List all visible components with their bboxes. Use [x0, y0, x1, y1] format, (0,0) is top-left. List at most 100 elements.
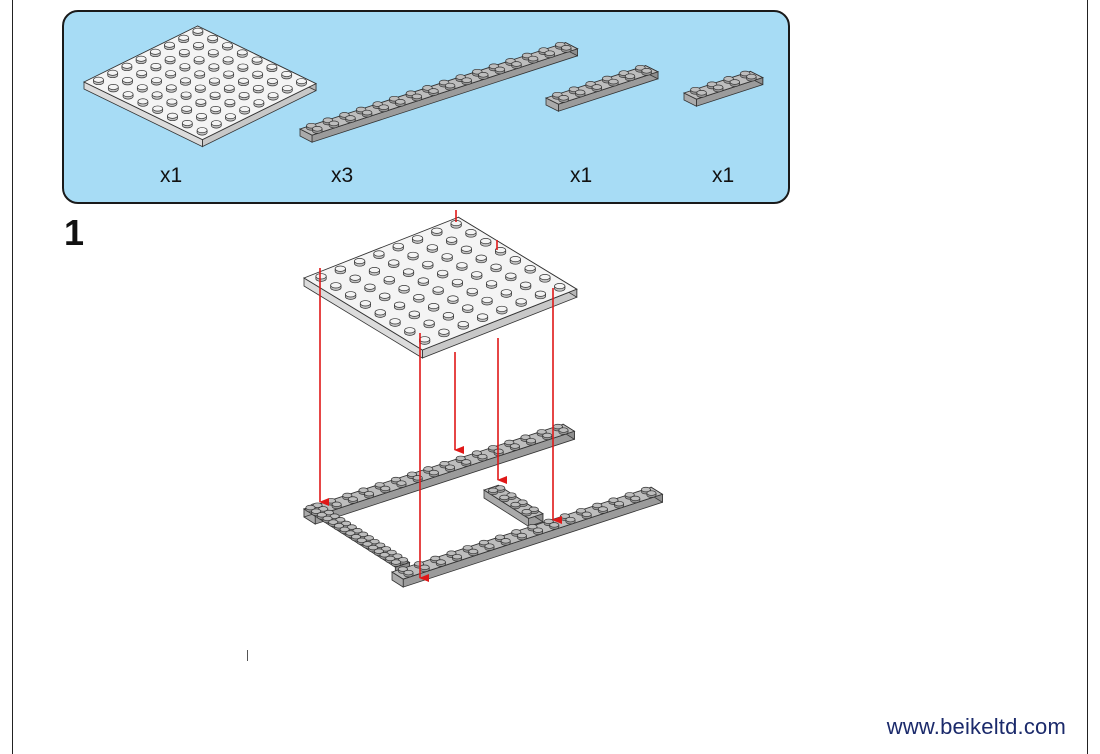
stud — [252, 70, 264, 80]
stud — [542, 432, 553, 441]
stud — [521, 508, 532, 517]
stud — [151, 91, 163, 100]
stud — [466, 287, 478, 297]
stud — [333, 523, 344, 531]
quantity-gray-plate-2x6: x1 — [570, 164, 593, 187]
stray-tick-mark — [247, 650, 248, 661]
stud — [452, 554, 463, 562]
stud — [438, 328, 450, 338]
stud — [446, 236, 458, 246]
stud — [511, 61, 522, 69]
stud — [196, 113, 207, 122]
stud — [180, 77, 191, 86]
stud — [152, 105, 164, 114]
stud — [408, 310, 420, 320]
stud — [575, 89, 586, 98]
stud — [167, 112, 178, 122]
stud — [107, 84, 119, 93]
stud — [238, 77, 249, 87]
stud — [253, 99, 265, 108]
assembly-gray-plate-2x4 — [482, 484, 544, 528]
stud — [181, 105, 193, 115]
stud — [526, 438, 537, 446]
stud — [446, 550, 457, 558]
stud — [178, 34, 190, 44]
stud — [222, 56, 234, 65]
stud — [359, 300, 371, 309]
stud — [193, 56, 205, 65]
stud — [624, 492, 635, 500]
stud — [428, 469, 439, 478]
stud — [460, 245, 472, 255]
stud — [516, 532, 527, 541]
stud — [524, 265, 536, 274]
stud — [565, 516, 576, 525]
stud — [136, 84, 148, 93]
stud — [549, 522, 560, 530]
stud — [499, 494, 510, 503]
stud — [165, 70, 177, 79]
stud — [181, 120, 193, 129]
stud — [328, 120, 340, 129]
stud — [402, 268, 415, 277]
stud — [431, 227, 443, 237]
stud — [122, 91, 134, 100]
stud — [237, 63, 249, 72]
stud — [447, 295, 459, 304]
stud — [581, 511, 592, 520]
stud — [349, 274, 361, 284]
website-url: www.beikeltd.com — [886, 714, 1066, 739]
stud — [166, 98, 178, 107]
stud — [490, 263, 502, 273]
stud — [267, 92, 279, 101]
stud — [165, 84, 177, 93]
stud — [558, 95, 569, 103]
stud — [500, 289, 512, 298]
stud — [151, 77, 162, 86]
stud — [322, 515, 333, 524]
stud — [442, 312, 454, 321]
assembly-gray-plate-middle-top-face — [390, 486, 664, 580]
stud — [296, 78, 307, 87]
stud — [413, 294, 425, 303]
stud — [484, 543, 495, 551]
stud — [404, 327, 416, 336]
stud — [194, 70, 206, 79]
stud — [729, 79, 740, 87]
stud — [347, 496, 358, 504]
quantity-gray-plate-2x16: x3 — [331, 164, 354, 187]
stud — [419, 564, 430, 573]
stud — [696, 90, 707, 98]
part-gray-plate-2x16-side-face — [311, 48, 578, 143]
stud — [392, 242, 404, 252]
stud — [444, 82, 456, 91]
stud — [591, 84, 602, 92]
stud — [374, 309, 386, 318]
stud — [222, 42, 233, 51]
stud — [558, 427, 569, 435]
stud — [471, 271, 483, 280]
stud — [475, 254, 487, 264]
stud — [93, 76, 104, 86]
stud — [412, 475, 423, 483]
stud — [209, 91, 221, 101]
stud — [456, 262, 468, 271]
stud — [554, 283, 566, 292]
stud — [746, 73, 757, 82]
stud — [178, 49, 190, 58]
stud — [238, 92, 250, 101]
stud — [539, 274, 551, 283]
stud — [364, 491, 375, 499]
stud — [354, 258, 366, 267]
stud — [608, 78, 619, 87]
stud — [534, 290, 547, 300]
stud — [223, 84, 235, 94]
stud — [122, 77, 133, 86]
stud — [437, 269, 449, 279]
stud — [345, 291, 357, 300]
stud — [494, 247, 507, 256]
stud — [398, 285, 410, 294]
stud — [192, 27, 204, 37]
stud — [646, 490, 657, 498]
stud — [520, 281, 532, 291]
